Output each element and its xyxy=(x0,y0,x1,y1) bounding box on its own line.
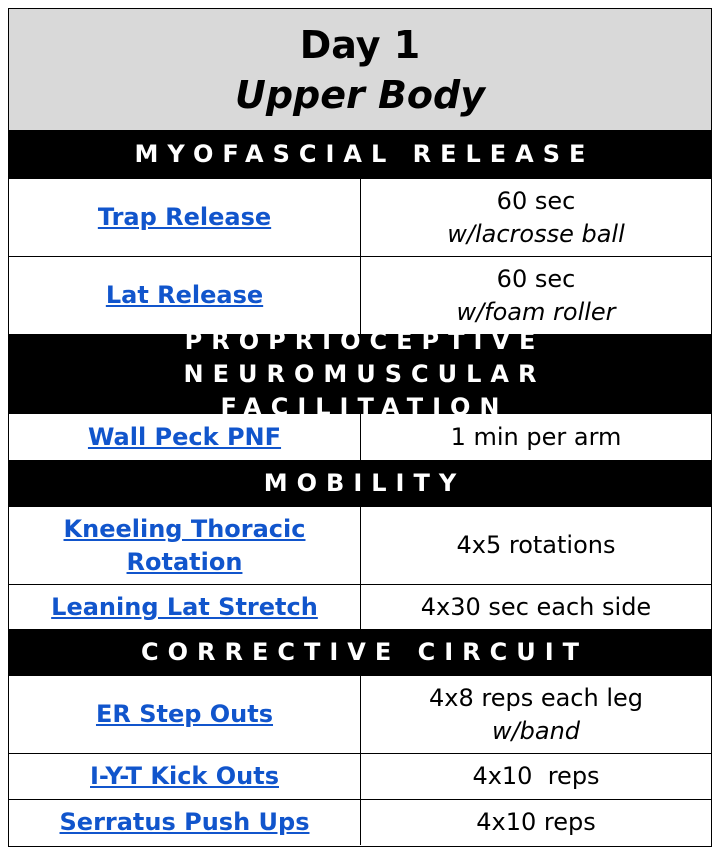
workout-table: Day 1 Upper Body MYOFASCIAL RELEASE Trap… xyxy=(8,8,712,847)
section-header-myofascial-release: MYOFASCIAL RELEASE xyxy=(9,131,711,179)
dosage-cell: 4x30 sec each side xyxy=(361,585,711,629)
exercise-cell: Trap Release xyxy=(9,179,361,256)
exercise-link-lat-release[interactable]: Lat Release xyxy=(105,281,264,309)
exercise-cell: I-Y-T Kick Outs xyxy=(9,754,361,799)
exercise-cell: Leaning Lat Stretch xyxy=(9,585,361,629)
section-header-mobility: MOBILITY xyxy=(9,461,711,507)
section-title: MOBILITY xyxy=(263,469,466,497)
equipment-note: w/lacrosse ball xyxy=(447,219,625,248)
dosage-text: 4x30 sec each side xyxy=(420,592,652,621)
table-row: ER Step Outs 4x8 reps each leg w/band xyxy=(9,676,711,754)
dosage-cell: 1 min per arm xyxy=(361,414,711,460)
table-row: I-Y-T Kick Outs 4x10 reps xyxy=(9,754,711,800)
exercise-link-wall-peck-pnf[interactable]: Wall Peck PNF xyxy=(87,422,282,451)
dosage-cell: 4x8 reps each leg w/band xyxy=(361,676,711,753)
exercise-cell: ER Step Outs xyxy=(9,676,361,753)
dosage-text: 60 sec xyxy=(496,264,576,293)
section-title: CORRECTIVE CIRCUIT xyxy=(140,638,589,666)
section-title-line1: PROPRIOCEPTIVE NEUROMUSCULAR xyxy=(183,326,546,388)
dosage-cell: 60 sec w/foam roller xyxy=(361,257,711,334)
exercise-link-line1: Kneeling Thoracic xyxy=(63,514,306,543)
dosage-text: 4x5 rotations xyxy=(456,531,616,559)
day-subtitle: Upper Body xyxy=(234,72,486,117)
dosage-cell: 4x10 reps xyxy=(361,754,711,799)
table-row: Lat Release 60 sec w/foam roller xyxy=(9,257,711,335)
exercise-cell: Wall Peck PNF xyxy=(9,414,361,460)
dosage-cell: 60 sec w/lacrosse ball xyxy=(361,179,711,256)
exercise-link-kneeling-thoracic-rotation[interactable]: Kneeling Thoracic Rotation xyxy=(64,513,306,579)
dosage-cell: 4x5 rotations xyxy=(361,507,711,584)
dosage-text: 60 sec xyxy=(496,186,576,215)
table-row: Leaning Lat Stretch 4x30 sec each side xyxy=(9,585,711,630)
day-header: Day 1 Upper Body xyxy=(9,9,711,131)
dosage-text: 4x10 reps xyxy=(476,808,596,836)
dosage-text: 4x10 reps xyxy=(472,762,600,790)
exercise-link-er-step-outs[interactable]: ER Step Outs xyxy=(95,700,274,728)
dosage-text: 4x8 reps each leg xyxy=(428,683,644,712)
table-row: Serratus Push Ups 4x10 reps xyxy=(9,800,711,845)
day-title: Day 1 xyxy=(299,22,421,67)
exercise-link-line2: Rotation xyxy=(126,547,243,576)
section-title: MYOFASCIAL RELEASE xyxy=(134,140,595,168)
exercise-cell: Serratus Push Ups xyxy=(9,800,361,845)
exercise-cell: Kneeling Thoracic Rotation xyxy=(9,507,361,584)
table-row: Trap Release 60 sec w/lacrosse ball xyxy=(9,179,711,257)
dosage-text: 1 min per arm xyxy=(450,422,622,451)
table-row: Wall Peck PNF 1 min per arm xyxy=(9,414,711,461)
section-header-corrective-circuit: CORRECTIVE CIRCUIT xyxy=(9,630,711,676)
exercise-link-leaning-lat-stretch[interactable]: Leaning Lat Stretch xyxy=(51,592,318,621)
exercise-link-serratus-push-ups[interactable]: Serratus Push Ups xyxy=(59,808,310,836)
section-header-pnf: PROPRIOCEPTIVE NEUROMUSCULAR FACILITATIO… xyxy=(9,327,711,421)
table-row: Kneeling Thoracic Rotation 4x5 rotations xyxy=(9,507,711,585)
equipment-note: w/foam roller xyxy=(456,297,616,326)
exercise-link-iyt-kick-outs[interactable]: I-Y-T Kick Outs xyxy=(90,762,279,790)
exercise-cell: Lat Release xyxy=(9,257,361,334)
equipment-note: w/band xyxy=(491,716,581,745)
dosage-cell: 4x10 reps xyxy=(361,800,711,845)
exercise-link-trap-release[interactable]: Trap Release xyxy=(97,203,272,231)
